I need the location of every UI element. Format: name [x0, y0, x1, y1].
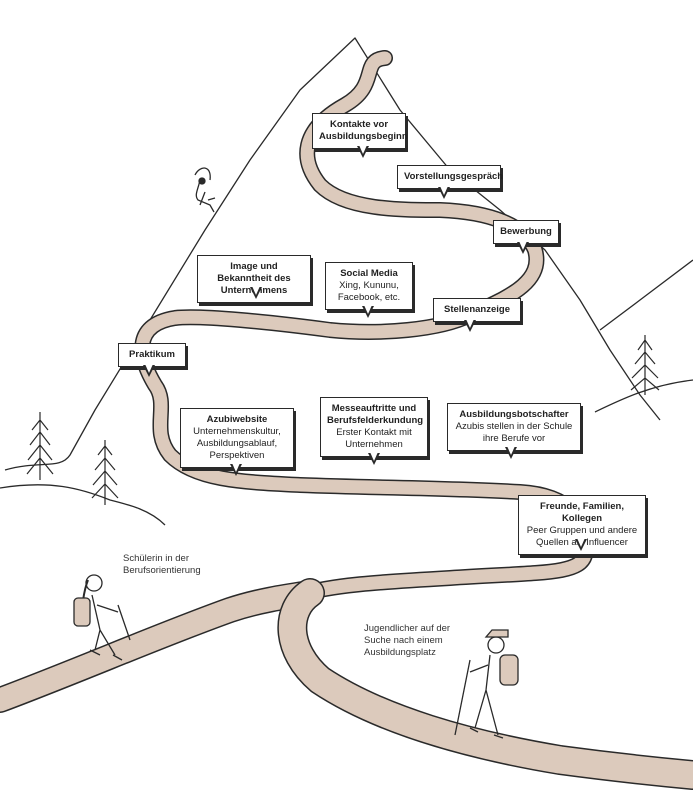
hill-left	[0, 484, 166, 526]
callout-pointer	[575, 538, 587, 551]
box-title: Social Media	[340, 268, 398, 279]
hill-right	[594, 379, 693, 413]
lower-path-right	[277, 578, 693, 790]
lower-path-left	[0, 580, 323, 713]
box-title: Azubiwebsite	[206, 414, 268, 425]
tree-icon	[91, 440, 119, 505]
box-vorstellungsgespraech: Vorstellungsgespräch	[397, 165, 504, 189]
hiker-boy-icon	[454, 629, 519, 739]
box-praktikum: Praktikum	[118, 343, 186, 367]
tree-icon	[630, 335, 660, 395]
callout-pointer	[230, 463, 242, 476]
box-title: Kontakte vor Ausbildungsbeginn	[319, 119, 408, 142]
box-title: Freunde, Familien, Kollegen	[540, 501, 624, 524]
box-title: Bewerbung	[500, 226, 552, 237]
callout-pointer	[143, 364, 155, 377]
box-description: Erster Kontakt mit Unternehmen	[336, 427, 412, 450]
box-description: Unternehmenskultur, Ausbildungsablauf, P…	[193, 426, 281, 461]
hiker-girl-icon	[73, 574, 131, 661]
box-description: Azubis stellen in der Schule ihre Berufe…	[455, 421, 573, 444]
callout-pointer	[368, 452, 380, 465]
caption-schuelerin: Schülerin in der Berufsorientierung	[123, 553, 201, 576]
callout-pointer	[250, 286, 262, 299]
box-title: Stellenanzeige	[444, 304, 510, 315]
callout-pointer	[517, 241, 529, 254]
hill-right-2	[599, 259, 693, 331]
callout-pointer	[362, 305, 374, 318]
box-messe: Messeauftritte und Berufsfelderkundung E…	[320, 397, 428, 457]
box-stellenanzeige: Stellenanzeige	[433, 298, 521, 322]
box-title: Messeauftritte und Berufsfelderkundung	[327, 403, 424, 426]
callout-pointer	[505, 446, 517, 459]
box-botschafter: Ausbildungsbotschafter Azubis stellen in…	[447, 403, 581, 451]
callout-pointer	[464, 319, 476, 332]
box-title: Ausbildungsbotschafter	[459, 409, 569, 420]
callout-pointer	[438, 186, 450, 199]
caption-jugendlicher: Jugendlicher auf der Suche nach einem Au…	[364, 623, 451, 658]
box-title: Praktikum	[129, 349, 175, 360]
box-kontakte: Kontakte vor Ausbildungsbeginn	[312, 113, 408, 149]
box-title: Vorstellungsgespräch	[404, 171, 504, 182]
tree-icon	[26, 412, 54, 480]
box-bewerbung: Bewerbung	[493, 220, 559, 244]
callout-pointer	[357, 145, 369, 158]
mountain-goat-icon	[194, 167, 216, 213]
box-description: Xing, Kununu, Facebook, etc.	[337, 280, 401, 303]
box-azubiwebsite: Azubiwebsite Unternehmenskultur, Ausbild…	[180, 408, 294, 468]
box-social-media: Social Media Xing, Kununu, Facebook, etc…	[325, 262, 413, 310]
